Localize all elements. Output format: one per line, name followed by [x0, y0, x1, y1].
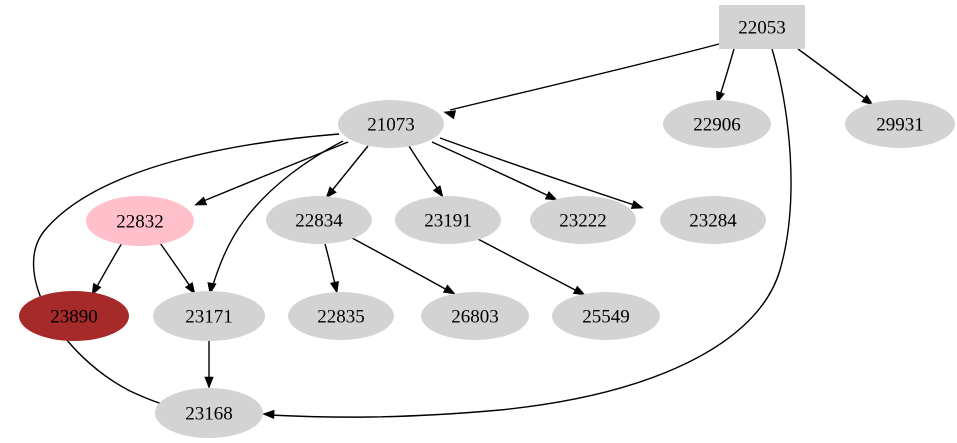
graph-node-23284[interactable]: 23284 — [660, 196, 766, 244]
edge-line — [329, 145, 369, 194]
edge-line — [475, 237, 580, 293]
edge-line — [431, 141, 552, 198]
graph-node-26803[interactable]: 26803 — [421, 292, 529, 340]
edge-22053-to-29931 — [797, 48, 874, 106]
node-shape-25549[interactable] — [552, 292, 660, 340]
arrow-head-icon — [443, 110, 457, 120]
arrow-head-icon — [184, 282, 196, 295]
edge-line — [211, 140, 344, 289]
edge-21073-to-23222 — [431, 141, 558, 201]
node-shape-23171[interactable] — [153, 291, 265, 341]
nodes-layer: 22053 21073 22906 29931 22832 22834 23191 23222… — [19, 5, 955, 438]
edge-22834-to-26803 — [351, 237, 456, 295]
arrow-head-icon — [91, 282, 102, 296]
node-shape-26803[interactable] — [421, 292, 529, 340]
edge-line — [32, 133, 340, 408]
arrow-head-icon — [432, 185, 444, 198]
edge-line — [797, 48, 869, 102]
node-shape-22053[interactable] — [719, 5, 805, 49]
graph-node-25549[interactable]: 25549 — [552, 292, 660, 340]
node-shape-23284[interactable] — [660, 196, 766, 244]
graph-node-21073[interactable]: 21073 — [338, 100, 444, 148]
edge-21073-to-22832 — [194, 141, 349, 206]
edge-line — [351, 237, 450, 292]
edge-line — [94, 242, 123, 291]
arrow-head-icon — [329, 280, 339, 294]
graph-node-23171[interactable]: 23171 — [153, 291, 265, 341]
node-shape-22832[interactable] — [86, 196, 194, 246]
arrow-head-icon — [544, 191, 558, 201]
arrow-head-icon — [630, 200, 644, 209]
graph-node-22834[interactable]: 22834 — [266, 196, 372, 244]
node-shape-21073[interactable] — [338, 100, 444, 148]
node-shape-22906[interactable] — [663, 100, 771, 148]
edge-line — [200, 141, 349, 203]
edge-line — [408, 145, 441, 193]
arrow-head-icon — [262, 409, 275, 420]
graph-node-23222[interactable]: 23222 — [530, 196, 636, 244]
graph-node-23191[interactable]: 23191 — [395, 196, 501, 244]
node-shape-22835[interactable] — [288, 292, 394, 340]
node-shape-23890[interactable] — [19, 291, 129, 341]
arrow-head-icon — [204, 376, 214, 389]
edge-line — [268, 48, 792, 418]
arrow-head-icon — [194, 196, 208, 206]
arrow-head-icon — [325, 186, 337, 199]
node-shape-29931[interactable] — [845, 100, 955, 148]
edge-23171-to-23168 — [204, 341, 214, 389]
edge-22832-to-23890 — [91, 242, 123, 296]
node-shape-23222[interactable] — [530, 196, 636, 244]
arrow-head-icon — [861, 94, 874, 106]
edge-21073-to-23191 — [408, 145, 444, 198]
graph-node-22835[interactable]: 22835 — [288, 292, 394, 340]
edge-22053-to-22906 — [716, 48, 735, 104]
graph-node-29931[interactable]: 29931 — [845, 100, 955, 148]
edge-line — [449, 43, 720, 111]
node-shape-22834[interactable] — [266, 196, 372, 244]
edge-line — [324, 243, 337, 289]
graph-node-22906[interactable]: 22906 — [663, 100, 771, 148]
edge-line — [159, 242, 193, 290]
node-shape-23168[interactable] — [155, 388, 263, 438]
edge-22053-to-21073 — [443, 43, 720, 120]
edge-line — [439, 137, 638, 207]
graph-node-23890[interactable]: 23890 — [19, 291, 129, 341]
arrow-head-icon — [442, 284, 456, 295]
edge-21073-to-23168 — [32, 133, 340, 411]
edges-layer — [32, 43, 874, 420]
graph-node-23168[interactable]: 23168 — [155, 388, 263, 438]
graph-node-22832[interactable]: 22832 — [86, 196, 194, 246]
edge-22834-to-22835 — [324, 243, 339, 294]
edge-21073-to-22834 — [325, 145, 369, 199]
arrow-head-icon — [572, 285, 586, 296]
edge-22053-to-23168 — [262, 48, 792, 420]
edge-23191-to-25549 — [475, 237, 586, 296]
graph-node-22053[interactable]: 22053 — [719, 5, 805, 49]
edge-21073-to-23284 — [439, 137, 644, 209]
edge-line — [718, 48, 735, 99]
edge-22832-to-23171 — [159, 242, 196, 295]
node-shape-23191[interactable] — [395, 196, 501, 244]
